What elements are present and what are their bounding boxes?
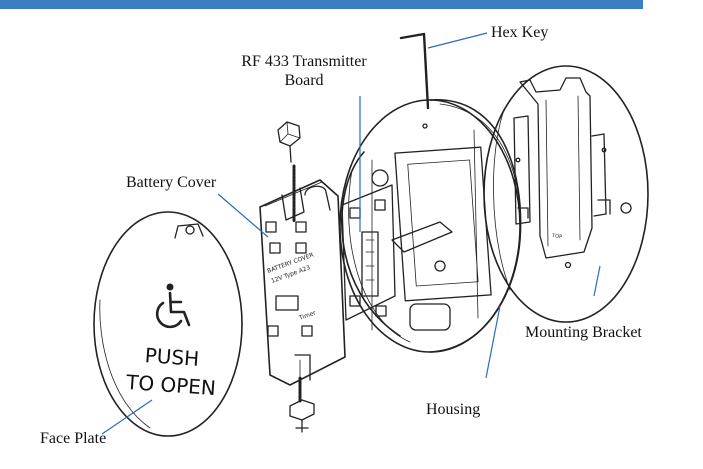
bottom-thumbscrew [289,376,315,433]
svg-text:TOP: TOP [551,233,563,240]
label-mounting-bracket: Mounting Bracket [525,324,642,341]
face-plate [93,211,243,437]
battery-cover [259,179,346,386]
header-bar [0,0,643,9]
svg-text:Timer: Timer [297,309,317,322]
mounting-bracket [483,65,649,323]
label-housing: Housing [426,401,481,418]
rf-transmitter-board [341,184,396,321]
battery-cover-markings: BATTERY COVER 12V Type A23 Timer [266,252,317,323]
hex-key [399,32,430,110]
face-plate-text-push: PUSH [144,343,200,371]
label-face-plate: Face Plate [40,430,107,447]
housing [339,99,522,353]
label-battery-cover: Battery Cover [126,174,217,191]
label-hex-key: Hex Key [491,24,549,41]
accessibility-icon [155,283,191,329]
label-rf-board-line2: Board [284,72,324,89]
top-thumbscrew [277,121,301,224]
label-rf-board-line1: RF 433 Transmitter [241,53,367,70]
leader-lines [101,32,601,435]
